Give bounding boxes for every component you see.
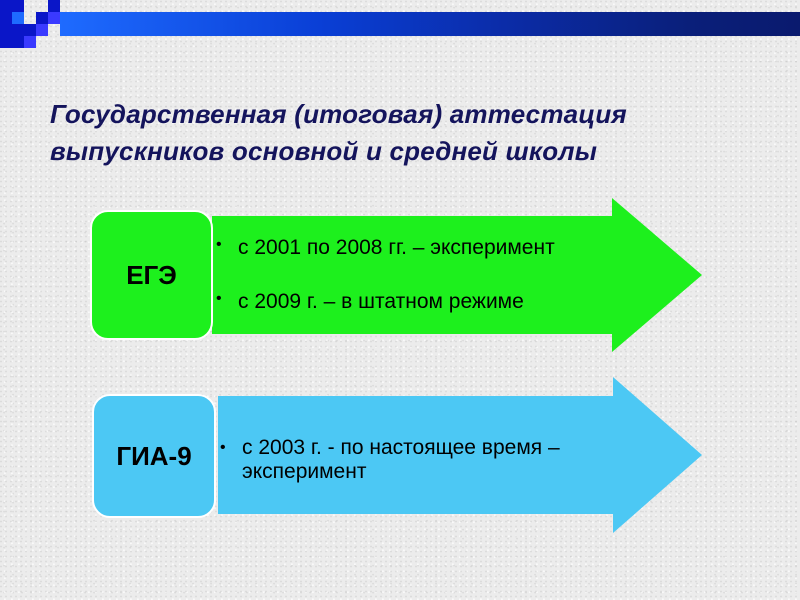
gia-label: ГИА-9	[116, 440, 192, 471]
ege-bullet-2: с 2009 г. – в штатном режиме	[212, 290, 642, 314]
title-line-2: выпускников основной и средней школы	[50, 136, 598, 166]
gia-label-box: ГИА-9	[92, 394, 216, 518]
deco-square	[48, 12, 60, 24]
deco-square	[36, 24, 48, 36]
deco-square	[0, 12, 12, 24]
gia-bullets: с 2003 г. - по настоящее время – экспери…	[216, 436, 636, 484]
deco-square	[0, 0, 24, 12]
slide-title: Государственная (итоговая) аттестация вы…	[50, 96, 770, 170]
ege-bullet-1: с 2001 по 2008 гг. – эксперимент	[212, 236, 642, 260]
deco-square	[24, 36, 36, 48]
title-line-1: Государственная (итоговая) аттестация	[50, 99, 627, 129]
gia-bullet-1: с 2003 г. - по настоящее время – экспери…	[216, 436, 636, 484]
ege-label: ЕГЭ	[126, 259, 177, 290]
deco-square	[12, 12, 24, 24]
deco-square	[24, 24, 36, 36]
deco-square	[0, 36, 24, 48]
header-bar	[60, 12, 800, 36]
header-decoration	[0, 0, 800, 48]
ege-label-box: ЕГЭ	[90, 210, 213, 340]
deco-square	[0, 24, 24, 36]
deco-square	[48, 0, 60, 12]
deco-square	[36, 12, 48, 24]
ege-bullets: с 2001 по 2008 гг. – эксперимент с 2009 …	[212, 236, 642, 314]
